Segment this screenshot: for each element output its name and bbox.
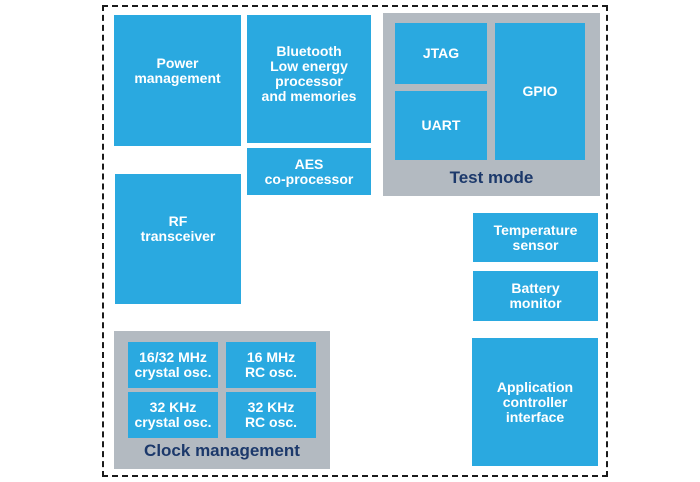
block-rc-osc-32-khz: 32 KHz RC osc. (226, 392, 316, 438)
block-gpio: GPIO (495, 23, 585, 160)
block-bluetooth-low-energy-processor: Bluetooth Low energy processor and memor… (247, 15, 371, 143)
block-temperature-sensor: Temperature sensor (473, 213, 598, 262)
block-aes-coprocessor: AES co-processor (247, 148, 371, 195)
block-power-management: Power management (114, 15, 241, 146)
block-rc-osc-16-mhz: 16 MHz RC osc. (226, 342, 316, 388)
block-rf-transceiver: RF transceiver (115, 174, 241, 304)
group-label-clock-management: Clock management (144, 441, 300, 460)
chip-boundary-dashed-border (102, 5, 608, 477)
block-uart: UART (395, 91, 487, 160)
block-crystal-osc-16-32-mhz: 16/32 MHz crystal osc. (128, 342, 218, 388)
group-test-mode: JTAG UART GPIO Test mode (383, 13, 600, 196)
group-clock-management: 16/32 MHz crystal osc. 16 MHz RC osc. 32… (114, 331, 330, 469)
block-crystal-osc-32-khz: 32 KHz crystal osc. (128, 392, 218, 438)
block-battery-monitor: Battery monitor (473, 271, 598, 321)
group-label-test-mode: Test mode (449, 168, 534, 187)
block-application-controller-interface: Application controller interface (472, 338, 598, 466)
block-jtag: JTAG (395, 23, 487, 84)
